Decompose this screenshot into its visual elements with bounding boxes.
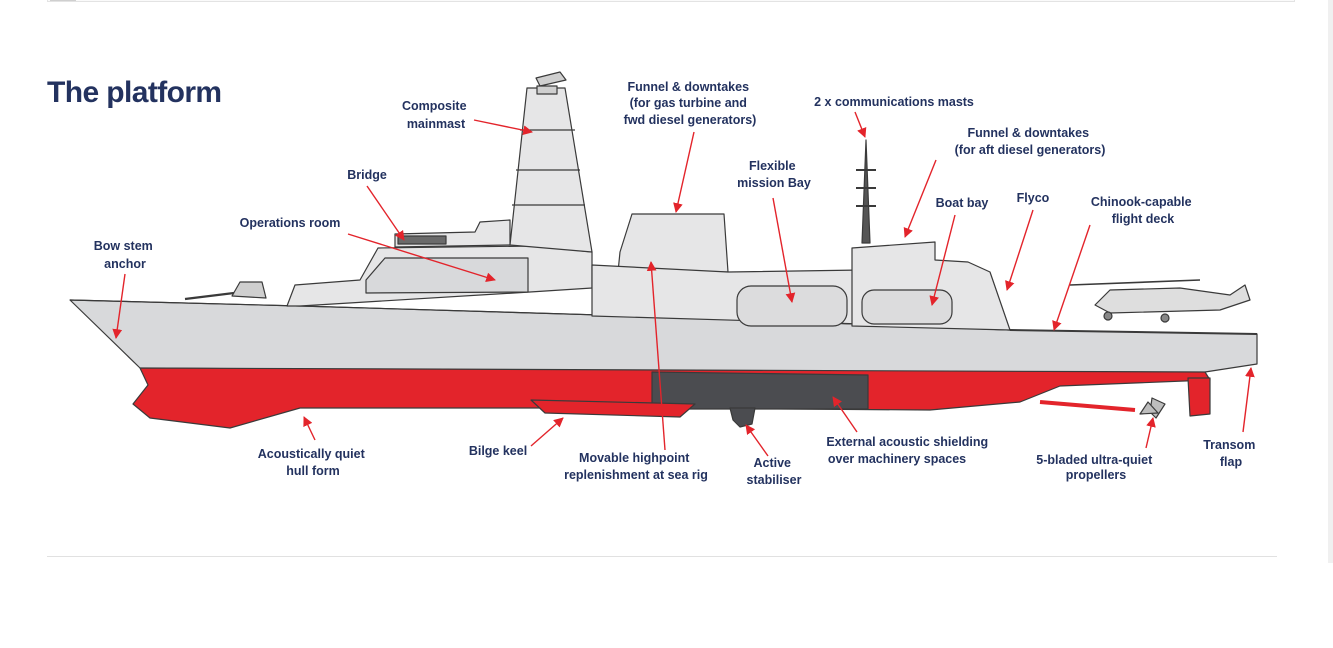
boat-bay-door — [861, 289, 953, 325]
label-composite-mainmast: Composite mainmast — [402, 99, 470, 131]
page-title: The platform — [47, 76, 222, 109]
label-bridge: Bridge — [347, 168, 387, 182]
arrow-acoustically-quiet-hull — [303, 416, 316, 441]
annotation-arrows — [112, 111, 1255, 457]
acoustic-shielding-panel — [651, 371, 869, 410]
arrow-flyco — [1005, 209, 1034, 291]
flight-deck — [1009, 329, 1258, 335]
annotation-labels: Bow stem anchor Operations room Bridge C… — [94, 80, 1259, 487]
label-bow-stem-anchor: Bow stem anchor — [94, 239, 157, 271]
label-funnel-downtakes-fwd: Funnel & downtakes (for gas turbine and … — [624, 80, 757, 127]
rudder — [1187, 377, 1211, 417]
stabiliser-fin — [729, 407, 756, 428]
radar — [535, 71, 567, 87]
arrow-replenishment-rig — [646, 261, 666, 451]
arrow-chinook-flight-deck — [1052, 224, 1091, 331]
arrow-bridge — [366, 185, 405, 241]
communications-mast-shape — [861, 139, 871, 244]
scrollbar-track[interactable] — [1328, 0, 1333, 563]
propeller — [1139, 397, 1166, 419]
label-replenishment-rig: Movable highpoint replenishment at sea r… — [564, 451, 708, 482]
label-boat-bay: Boat bay — [936, 196, 989, 210]
ship-illustration — [69, 71, 1258, 429]
helicopter — [1069, 279, 1251, 323]
label-active-stabiliser: Active stabiliser — [747, 456, 802, 487]
midship-superstructure — [617, 213, 729, 273]
arrow-flexible-mission-bay — [772, 197, 796, 303]
label-communications-masts: 2 x communications masts — [814, 95, 974, 109]
propeller-shaft — [1039, 400, 1136, 412]
arrow-communications-masts — [854, 111, 867, 138]
label-flyco: Flyco — [1017, 191, 1050, 205]
label-bilge-keel: Bilge keel — [469, 444, 527, 458]
section-divider — [47, 556, 1277, 557]
label-acoustically-quiet-hull: Acoustically quiet hull form — [258, 447, 368, 478]
bilge-keel-shape — [530, 399, 696, 418]
arrow-transom-flap — [1242, 367, 1255, 433]
arrow-funnel-fwd — [673, 131, 695, 213]
arrow-active-stabiliser — [745, 424, 769, 457]
arrow-funnel-aft — [903, 159, 937, 238]
main-gun — [231, 281, 267, 299]
arrow-boat-bay — [929, 214, 956, 306]
arrow-composite-mainmast — [473, 119, 533, 136]
label-chinook-flight-deck: Chinook-capable flight deck — [1091, 195, 1195, 226]
operations-room-panel — [365, 257, 529, 294]
top-frame — [47, 0, 1295, 2]
frame-tab — [50, 0, 76, 1]
mission-bay-door — [736, 285, 848, 327]
label-acoustic-shielding: External acoustic shielding over machine… — [826, 435, 991, 466]
arrow-acoustic-shielding — [832, 396, 858, 433]
label-transom-flap: Transom flap — [1203, 438, 1259, 469]
bridge-windows — [397, 235, 447, 245]
arrow-propellers — [1145, 417, 1156, 449]
label-propellers: 5-bladed ultra-quiet propellers — [1036, 453, 1155, 482]
arrow-bow-stem-anchor — [112, 273, 126, 339]
label-flexible-mission-bay: Flexible mission Bay — [737, 159, 811, 190]
label-operations-room: Operations room — [240, 216, 341, 230]
arrow-operations-room — [347, 233, 496, 283]
label-funnel-downtakes-aft: Funnel & downtakes (for aft diesel gener… — [955, 126, 1106, 157]
arrow-bilge-keel — [530, 417, 564, 447]
